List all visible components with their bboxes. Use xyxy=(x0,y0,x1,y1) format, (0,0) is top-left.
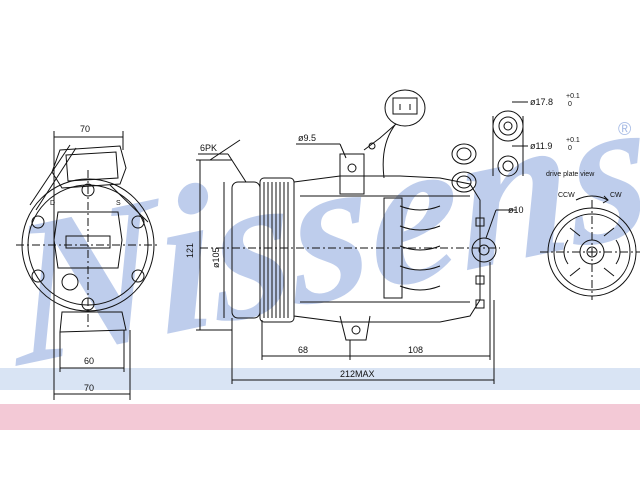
front-width-top: 70 xyxy=(80,124,90,134)
registered-mark: ® xyxy=(618,119,631,139)
drive-plate-title: drive plate view xyxy=(546,171,595,178)
drive-plate-view xyxy=(540,195,640,300)
port-diameter: ø10 xyxy=(508,205,524,215)
diameter-large-tol-bottom: 0 xyxy=(568,101,572,108)
height-label: 121 xyxy=(185,243,195,258)
dim-a: 68 xyxy=(298,345,308,355)
front-view xyxy=(16,131,160,400)
rotation-cw: CW xyxy=(610,192,622,199)
connector-detail xyxy=(492,101,528,177)
side-view xyxy=(196,89,516,384)
front-width-base: 70 xyxy=(84,383,94,393)
port-label-s: S xyxy=(116,200,121,207)
overall-length: 212MAX xyxy=(340,369,375,379)
port-label-d: D xyxy=(50,200,55,207)
belt-label: 6PK xyxy=(200,143,217,153)
diameter-small: ø11.9 xyxy=(530,141,552,151)
blue-band xyxy=(0,368,640,390)
pink-band xyxy=(0,404,640,430)
fitting-diameter: ø9.5 xyxy=(298,133,316,143)
diameter-small-tol-top: +0.1 xyxy=(566,137,580,144)
pulley-diameter: ø105 xyxy=(211,247,221,268)
rotation-ccw: CCW xyxy=(558,192,575,199)
diameter-small-tol-bottom: 0 xyxy=(568,145,572,152)
front-width-bottom: 60 xyxy=(84,356,94,366)
diameter-large-tol-top: +0.1 xyxy=(566,93,580,100)
dim-b: 108 xyxy=(408,345,423,355)
diameter-large: ø17.8 xyxy=(530,97,553,107)
